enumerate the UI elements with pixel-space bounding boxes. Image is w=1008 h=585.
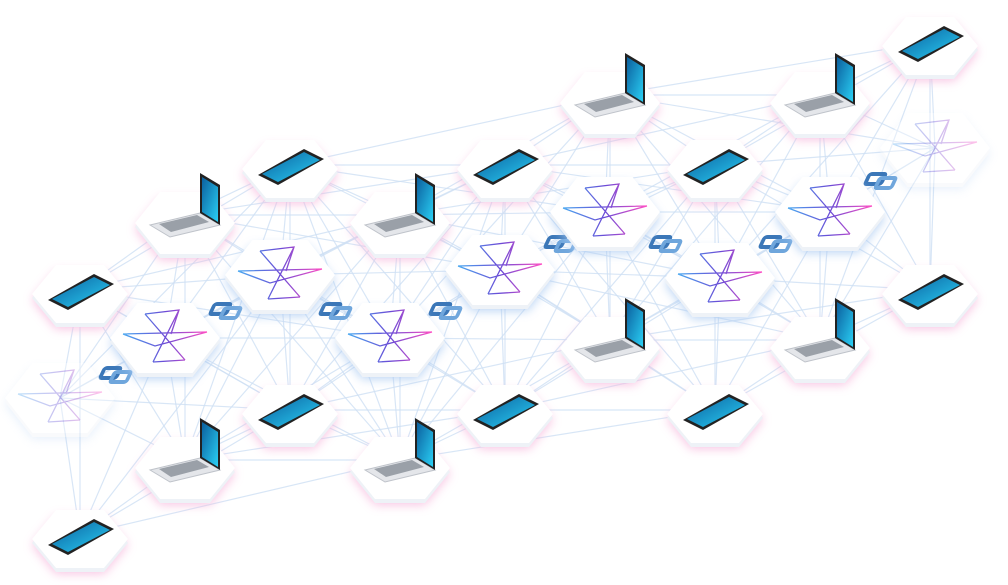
chain-link-icon (863, 172, 898, 190)
network-nodes (5, 17, 990, 574)
smartphone-icon (258, 394, 324, 430)
hub-node (665, 243, 775, 319)
laptop-node (770, 53, 870, 140)
network-logo-icon (17, 369, 103, 423)
laptop-node (135, 418, 235, 505)
network-logo-icon (892, 119, 978, 173)
connection-line (79, 214, 401, 291)
chain-link-icon (98, 366, 133, 384)
laptop-icon (573, 53, 647, 118)
hub-node (880, 113, 990, 189)
hub-node (445, 235, 555, 311)
connection-line (79, 289, 391, 339)
phone-node (32, 510, 128, 574)
chain-link-icon (208, 302, 243, 320)
phone-node (882, 17, 978, 81)
connection-line (504, 94, 821, 166)
network-logo-icon (237, 246, 323, 300)
laptop-icon (148, 173, 222, 238)
laptop-node (560, 298, 660, 385)
phone-node (882, 265, 978, 329)
smartphone-icon (473, 394, 539, 430)
network-logo-icon (562, 183, 648, 237)
connection-line (79, 274, 281, 536)
hub-node (775, 177, 885, 253)
laptop-icon (783, 298, 857, 363)
connection-line (289, 164, 606, 213)
phone-node (457, 140, 553, 204)
network-logo-icon (787, 183, 873, 237)
smartphone-icon (473, 149, 539, 185)
network-logo-icon (457, 241, 543, 295)
connection-line (504, 339, 821, 411)
phone-node (242, 385, 338, 449)
laptop-icon (573, 298, 647, 363)
laptop-node (350, 173, 450, 260)
network-logo-icon (122, 309, 208, 363)
hub-node (110, 303, 220, 379)
network-logo-icon (677, 249, 763, 303)
smartphone-icon (898, 26, 964, 62)
laptop-node (350, 418, 450, 505)
smartphone-icon (48, 274, 114, 310)
phone-node (457, 385, 553, 449)
laptop-node (770, 298, 870, 385)
hub-node (335, 303, 445, 379)
connection-line (389, 94, 611, 339)
hub-links (98, 172, 898, 384)
smartphone-icon (258, 149, 324, 185)
connection-line (399, 409, 716, 461)
laptop-node (135, 173, 235, 260)
connection-line (59, 164, 291, 399)
smartphone-icon (683, 149, 749, 185)
hub-node (550, 177, 660, 253)
connection-line (289, 94, 611, 166)
phone-node (667, 140, 763, 204)
laptop-icon (363, 418, 437, 483)
laptop-icon (363, 173, 437, 238)
smartphone-icon (683, 394, 749, 430)
connection-line (79, 459, 401, 536)
phone-node (667, 385, 763, 449)
phone-node (32, 265, 128, 329)
laptop-node (560, 53, 660, 140)
connection-line (289, 164, 506, 411)
network-logo-icon (347, 309, 433, 363)
connection-line (504, 164, 716, 411)
chain-link-icon (758, 235, 793, 253)
laptop-icon (148, 418, 222, 483)
connection-line (609, 41, 931, 96)
chain-link-icon (318, 302, 353, 320)
connection-line (719, 41, 931, 279)
hub-node (225, 240, 335, 316)
connection-line (184, 214, 501, 271)
hub-node (5, 363, 115, 439)
smartphone-icon (898, 274, 964, 310)
laptop-icon (783, 53, 857, 118)
phone-node (242, 140, 338, 204)
connection-line (499, 269, 821, 341)
smartphone-icon (48, 519, 114, 555)
connection-line (819, 41, 931, 341)
chain-link-icon (648, 235, 683, 253)
connection-line (399, 164, 506, 461)
chain-link-icon (428, 302, 463, 320)
